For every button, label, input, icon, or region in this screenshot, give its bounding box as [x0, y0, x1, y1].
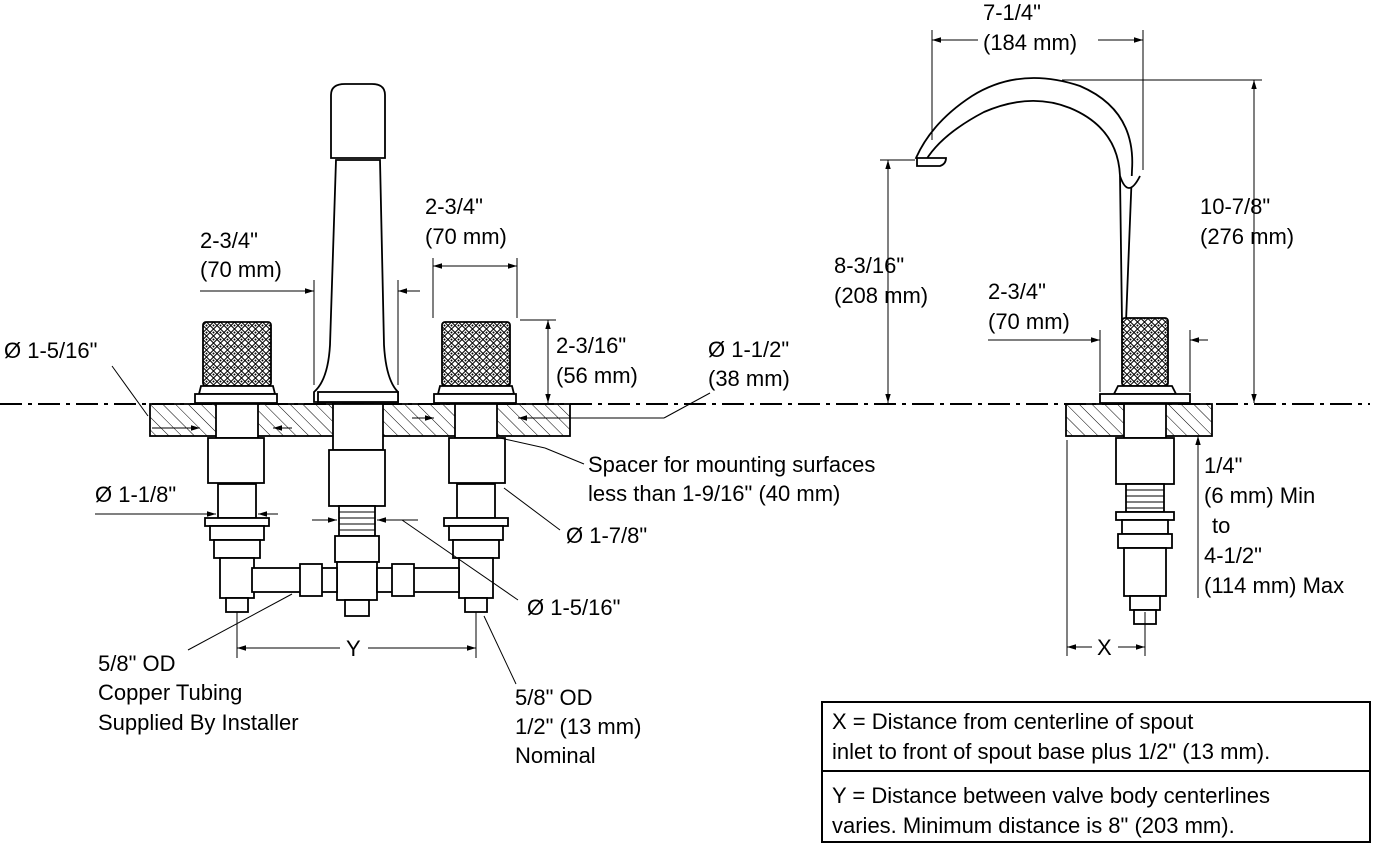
dim-deck-line3: to	[1212, 513, 1230, 538]
dim-deck-line2: (6 mm) Min	[1204, 483, 1315, 508]
spacer-note-line1: Spacer for mounting surfaces	[588, 452, 875, 477]
dim-base-dia-left: Ø 1-5/16"	[4, 338, 97, 363]
dim-deck-line1: 1/4"	[1204, 453, 1242, 478]
od-note-line3: Nominal	[515, 743, 596, 768]
copper-note-line2: Copper Tubing	[98, 680, 242, 705]
left-valve-body	[204, 403, 270, 613]
dim-handle-right-line1: 2-3/4"	[425, 194, 483, 219]
right-valve-body	[443, 403, 509, 613]
dim-base-dia-right-line1: Ø 1-1/2"	[708, 337, 789, 362]
dim-spacer-dia: Ø 1-7/8"	[566, 523, 647, 548]
dim-base-line2: (70 mm)	[988, 309, 1070, 334]
legend-x-line1: X = Distance from centerline of spout	[832, 709, 1193, 734]
od-note-line2: 1/2" (13 mm)	[515, 714, 641, 739]
dim-handle-left-line2: (70 mm)	[200, 257, 282, 282]
spacer-note-line2: less than 1-9/16" (40 mm)	[588, 481, 840, 506]
dim-overall-height-line1: 10-7/8"	[1200, 194, 1270, 219]
dim-base-line1: 2-3/4"	[988, 279, 1046, 304]
dim-deck-line5: (114 mm) Max	[1204, 573, 1344, 598]
dim-valve-dia: Ø 1-5/16"	[527, 595, 620, 620]
center-valve-body	[328, 403, 386, 617]
left-handle	[194, 321, 278, 404]
od-note-line1: 5/8" OD	[515, 685, 593, 710]
dim-spout-height-line2: (208 mm)	[834, 283, 928, 308]
legend-y-line2: varies. Minimum distance is 8" (203 mm).	[832, 813, 1235, 838]
dim-overall-height-line2: (276 mm)	[1200, 224, 1294, 249]
right-handle	[433, 321, 517, 404]
copper-note-line1: 5/8" OD	[98, 651, 176, 676]
spout-base-side	[1099, 317, 1191, 404]
dim-handle-height-line1: 2-3/16"	[556, 333, 626, 358]
dim-handle-right-line2: (70 mm)	[425, 224, 507, 249]
copper-note-line3: Supplied By Installer	[98, 710, 299, 735]
x-label: X	[1097, 635, 1112, 660]
dim-reach-line1: 7-1/4"	[983, 0, 1041, 25]
legend-box: X = Distance from centerline of spout in…	[821, 701, 1371, 843]
supply-tubing	[251, 563, 460, 597]
spout-front	[313, 83, 399, 403]
side-shank	[1115, 403, 1175, 625]
dim-shank-dia: Ø 1-1/8"	[95, 482, 176, 507]
dim-deck-line4: 4-1/2"	[1204, 543, 1262, 568]
dim-handle-left-line1: 2-3/4"	[200, 228, 258, 253]
side-view: 7-1/4" (184 mm) 10-7/8" (276 mm) 8-3/16"…	[834, 0, 1344, 660]
dim-handle-height-line2: (56 mm)	[556, 363, 638, 388]
dim-base-dia-right-line2: (38 mm)	[708, 366, 790, 391]
spout-side	[914, 77, 1141, 323]
legend-y-line1: Y = Distance between valve body centerli…	[832, 783, 1270, 808]
dim-reach-line2: (184 mm)	[983, 30, 1077, 55]
dim-spout-height-line1: 8-3/16"	[834, 253, 904, 278]
front-view: 2-3/4" (70 mm) 2-3/4" (70 mm) 2-3/16" (5…	[4, 83, 875, 768]
y-label: Y	[346, 636, 361, 661]
legend-x-line2: inlet to front of spout base plus 1/2" (…	[832, 739, 1270, 764]
